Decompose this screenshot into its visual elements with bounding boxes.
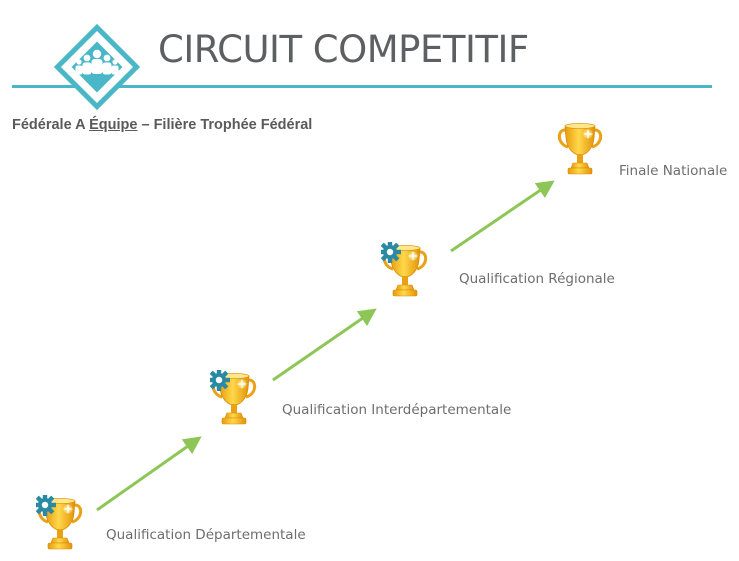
team-logo — [42, 12, 152, 122]
subtitle-track: – Filière Trophée Fédéral — [137, 117, 313, 133]
trophy-icon — [379, 241, 428, 298]
team-people-icon — [53, 23, 141, 111]
trophy-icon — [34, 494, 83, 551]
arrow-2 — [272, 308, 377, 382]
arrow-3 — [450, 180, 555, 253]
page-title: CIRCUIT COMPETITIF — [158, 28, 529, 71]
trophy-icon — [557, 121, 603, 176]
stage-1-label: Qualification Départementale — [106, 527, 306, 543]
stage-2-trophy — [208, 369, 258, 432]
arrow-1 — [96, 436, 202, 512]
stage-3-label: Qualification Régionale — [459, 271, 615, 287]
stage-4-trophy — [556, 120, 604, 182]
trophy-icon — [208, 369, 257, 426]
header-rule — [12, 85, 712, 88]
stage-1-trophy — [34, 494, 84, 557]
stage-3-trophy — [379, 241, 429, 304]
subtitle: Fédérale A Équipe – Filière Trophée Fédé… — [12, 117, 312, 133]
stage-4-label: Finale Nationale — [619, 163, 728, 179]
stage-2-label: Qualification Interdépartementale — [282, 402, 512, 418]
subtitle-level: Fédérale A — [12, 117, 90, 133]
subtitle-team: Équipe — [89, 117, 138, 133]
